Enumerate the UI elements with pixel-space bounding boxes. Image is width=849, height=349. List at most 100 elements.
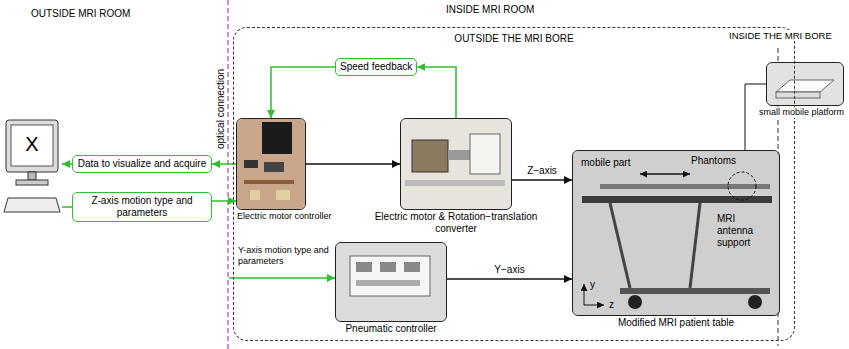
room-divider (228, 0, 229, 349)
y-axis-command-arrow (229, 278, 335, 279)
room-divider-part (227, 0, 228, 349)
signal-arrow (417, 67, 456, 118)
pneumatic-photo-part (380, 262, 396, 272)
label-holder: INSIDE MRI ROOM (445, 4, 535, 16)
axis-arrows-part (584, 305, 604, 306)
caption-holder: Electric motor & Rotation−translation co… (374, 211, 539, 235)
motion-arrow (306, 163, 400, 165)
photo-box: Electric motor controller (236, 118, 306, 210)
photo-box: Pneumatic controller (335, 242, 447, 322)
pneumatic-photo-part (356, 262, 372, 272)
motor-photo-part (412, 140, 448, 172)
label-holder: Y-axis motion type and parameters (237, 245, 333, 267)
axis-label: y (589, 279, 596, 291)
computer-icon-part (28, 172, 36, 180)
motor-photo-part (470, 134, 500, 174)
box-text: Data to visualize and acquire (77, 158, 207, 170)
room-label: INSIDE MRI ROOM (445, 4, 535, 16)
patient-table-photo-part (573, 151, 779, 315)
signal-arrow (62, 163, 72, 165)
motor-photo-part (405, 180, 505, 186)
controller-photo-part (262, 122, 292, 154)
axis-label: Y−axis (493, 264, 525, 276)
patient-table-photo-part (728, 172, 756, 200)
axis-arrows-part (584, 284, 585, 305)
room-label: OUTSIDE MRI ROOM (30, 8, 131, 20)
controller-photo-part (237, 119, 305, 209)
caption-text: Modified MRI patient table (618, 317, 734, 329)
link-label: optical connection (215, 70, 227, 150)
signal-label: Y-axis motion type and parameters (237, 245, 333, 267)
pneumatic-photo-part (356, 280, 420, 286)
part-label: MRI antenna support (716, 213, 774, 249)
platform-photo-part (776, 92, 820, 98)
feedback-box: Speed feedback (335, 58, 417, 76)
region-label: INSIDE THE MRI BORE (728, 30, 833, 41)
controller-photo-part (250, 190, 260, 200)
label-holder: MRI antenna support (716, 213, 774, 249)
motor-photo-part (448, 150, 470, 160)
caption-holder: Modified MRI patient table (618, 317, 734, 329)
label-holder: OUTSIDE MRI ROOM (30, 8, 131, 20)
motor-photo (401, 119, 511, 209)
motion-arrow (447, 278, 572, 280)
photo-box: small mobile platform (766, 62, 844, 106)
bore-region: OUTSIDE THE MRI BORE Speed feedbackElectr… (233, 27, 795, 341)
patient-table-photo-part (748, 295, 762, 309)
box-text: Speed feedback (340, 61, 412, 73)
pneumatic-photo-part (404, 262, 420, 272)
caption-text: Electric motor controller (237, 211, 332, 222)
label-holder: optical connection (215, 70, 227, 150)
caption-holder: small mobile platform (759, 107, 844, 118)
patient-table-photo-part (600, 184, 770, 189)
platform-photo (767, 63, 843, 105)
computer-icon-part (16, 180, 48, 185)
axis-label: Z−axis (526, 165, 558, 177)
controller-photo-part (244, 180, 294, 184)
label-holder: mobile part (580, 157, 631, 169)
label-holder: y (589, 279, 596, 291)
box-text: X (2, 132, 62, 156)
controller-photo (237, 119, 305, 209)
y-axis-command-arrow-part (229, 277, 335, 279)
edge-label-holder: Z−axis (526, 165, 558, 177)
patient-table-photo-part (640, 173, 690, 174)
caption-text: Pneumatic controller (345, 323, 436, 335)
controller-photo-part (276, 190, 290, 200)
pneumatic-photo-part (350, 256, 430, 296)
photo-box: Electric motor & Rotation−translation co… (400, 118, 512, 210)
patient-table-photo-part (610, 203, 630, 288)
motion-arrow (512, 179, 572, 181)
label-holder: Phantoms (690, 155, 737, 167)
signal-arrow (62, 206, 72, 208)
patient-table-photo (573, 151, 779, 315)
axis-label: z (608, 299, 615, 311)
label-holder: INSIDE THE MRI BORE (728, 30, 833, 41)
signal-arrow (271, 67, 335, 118)
pneumatic-photo-part (336, 243, 446, 321)
data-box: Data to visualize and acquire (72, 155, 212, 173)
patient-table-photo-part (690, 203, 700, 288)
patient-table-photo-part (628, 295, 642, 309)
box-text: OUTSIDE THE MRI BORE (234, 33, 794, 45)
caption-text: small mobile platform (759, 107, 844, 118)
data-box: Z-axis motion type and parameters (72, 192, 212, 222)
caption-holder: Pneumatic controller (345, 323, 436, 335)
caption-holder: Electric motor controller (237, 211, 332, 222)
edge-label-holder: Y−axis (493, 264, 525, 276)
pneumatic-photo (336, 243, 446, 321)
platform-photo-part (776, 80, 834, 92)
part-label: Phantoms (690, 155, 737, 167)
box-text: Z-axis motion type and parameters (77, 195, 207, 219)
computer-node: X (2, 116, 62, 224)
label-holder: z (608, 299, 615, 311)
computer-icon-part (4, 198, 60, 212)
motor-photo-part (401, 119, 511, 209)
platform-photo-part (767, 63, 843, 105)
patient-table-photo-part (620, 288, 770, 294)
controller-photo-part (244, 160, 258, 168)
